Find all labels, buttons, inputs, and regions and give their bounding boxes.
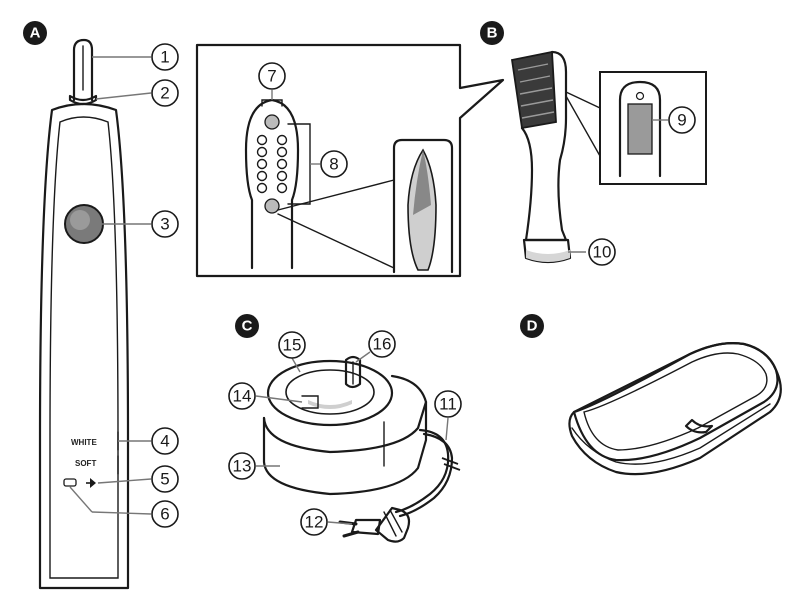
brush-neck (520, 50, 568, 242)
brush-bristle-rows (517, 63, 555, 119)
section-c-charger: C 15 16 14 (228, 314, 462, 543)
leader-6b (91, 511, 152, 515)
leader-6a (69, 486, 93, 513)
play-arrow-icon (90, 478, 96, 488)
section-label-a: A (30, 25, 41, 42)
zoom-line-lower (277, 213, 395, 269)
callout-2 (151, 79, 179, 107)
callout-2-text: 2 (160, 84, 169, 103)
section-label-d: D (527, 318, 538, 335)
callout-9-text: 9 (677, 111, 686, 130)
drive-shaft (72, 38, 94, 102)
section-d-travel-case: D (520, 314, 782, 476)
brush-inner-body (618, 80, 662, 178)
charger-stand-shade (308, 400, 352, 409)
leader-16 (355, 351, 371, 363)
case-lid (572, 342, 779, 462)
callout-12 (300, 508, 328, 536)
leader-2 (95, 92, 152, 100)
brush-bristles (510, 50, 557, 130)
plug-ridge-2 (389, 509, 403, 533)
callout-6 (151, 500, 179, 528)
callout-9 (668, 106, 696, 134)
power-cord (394, 428, 450, 514)
closeup-bristle-tufts (256, 114, 288, 214)
callout-4-text: 4 (160, 432, 169, 451)
callout-14 (228, 382, 256, 410)
charger-body (262, 374, 428, 496)
cord-ties (441, 457, 461, 471)
callout-6-text: 6 (160, 505, 169, 524)
power-plug-body (374, 506, 411, 543)
callout-11-text: 11 (439, 395, 457, 414)
section-badge-c (235, 314, 259, 338)
leader-11 (445, 417, 449, 441)
handle-body-inner (49, 116, 119, 579)
charger-top-edge (262, 400, 428, 454)
section-badge-a (23, 21, 47, 45)
power-cord-2 (398, 432, 454, 518)
callout-13 (228, 452, 256, 480)
brush-base-ring (526, 250, 570, 262)
callout-7-text: 7 (267, 67, 276, 86)
callout-3-text: 3 (160, 215, 169, 234)
power-switch-highlight (70, 210, 90, 230)
plug-ridge-1 (383, 511, 397, 537)
mode-label-soft: SOFT (75, 459, 96, 468)
bristle-inset-frame (392, 138, 454, 274)
handle-body-outline (38, 102, 130, 590)
closeup-frame (195, 43, 505, 278)
callout-5 (151, 465, 179, 493)
section-b-brush-head: B 9 10 (480, 21, 707, 266)
callout-16 (368, 330, 396, 358)
case-latch (684, 418, 714, 434)
charger-post (344, 355, 362, 389)
mode-label-white: WHITE (71, 438, 97, 447)
callout-12-text: 12 (305, 513, 324, 532)
callout-1 (151, 43, 179, 71)
callout-8 (320, 150, 348, 178)
charge-lamp-icon (63, 478, 77, 487)
section-badge-b (480, 21, 504, 45)
callout-10-text: 10 (593, 243, 612, 262)
leader-5 (97, 478, 152, 484)
callout-16-text: 16 (373, 335, 392, 354)
plug-prong-2 (342, 530, 360, 538)
zoom-line-upper (277, 179, 395, 211)
callout-15-text: 15 (283, 336, 302, 355)
charger-slot (301, 395, 319, 409)
section-badge-d (520, 314, 544, 338)
leader-12 (327, 521, 353, 525)
brush-inner-metal (627, 103, 653, 155)
callout-15 (278, 331, 306, 359)
brush-inner-hole (635, 91, 645, 101)
callout-4 (151, 427, 179, 455)
inset-zoom-line-2 (565, 95, 601, 157)
callout-11 (434, 390, 462, 418)
callout-10 (588, 238, 616, 266)
case-lid-inner (583, 352, 768, 451)
callout-7 (258, 62, 286, 90)
power-plug-head (350, 518, 382, 536)
leader-14 (255, 395, 303, 403)
section-a-handle: A WHITE SOFT 1 2 3 (23, 21, 179, 590)
bracket-8 (287, 123, 311, 205)
inset-zoom-line-1 (565, 91, 601, 109)
callout-13-text: 13 (233, 457, 252, 476)
brush-head-closeup: 7 8 (195, 43, 505, 278)
leader-15 (291, 357, 301, 373)
callout-3 (151, 210, 179, 238)
section-label-c: C (242, 318, 253, 335)
callout-14-text: 14 (233, 387, 252, 406)
tapered-bristle-shade (413, 150, 431, 215)
section-label-b: B (487, 25, 498, 42)
callout-8-text: 8 (329, 155, 338, 174)
case-seam (571, 403, 771, 465)
callout-1-text: 1 (160, 48, 169, 67)
callout-5-text: 5 (160, 470, 169, 489)
